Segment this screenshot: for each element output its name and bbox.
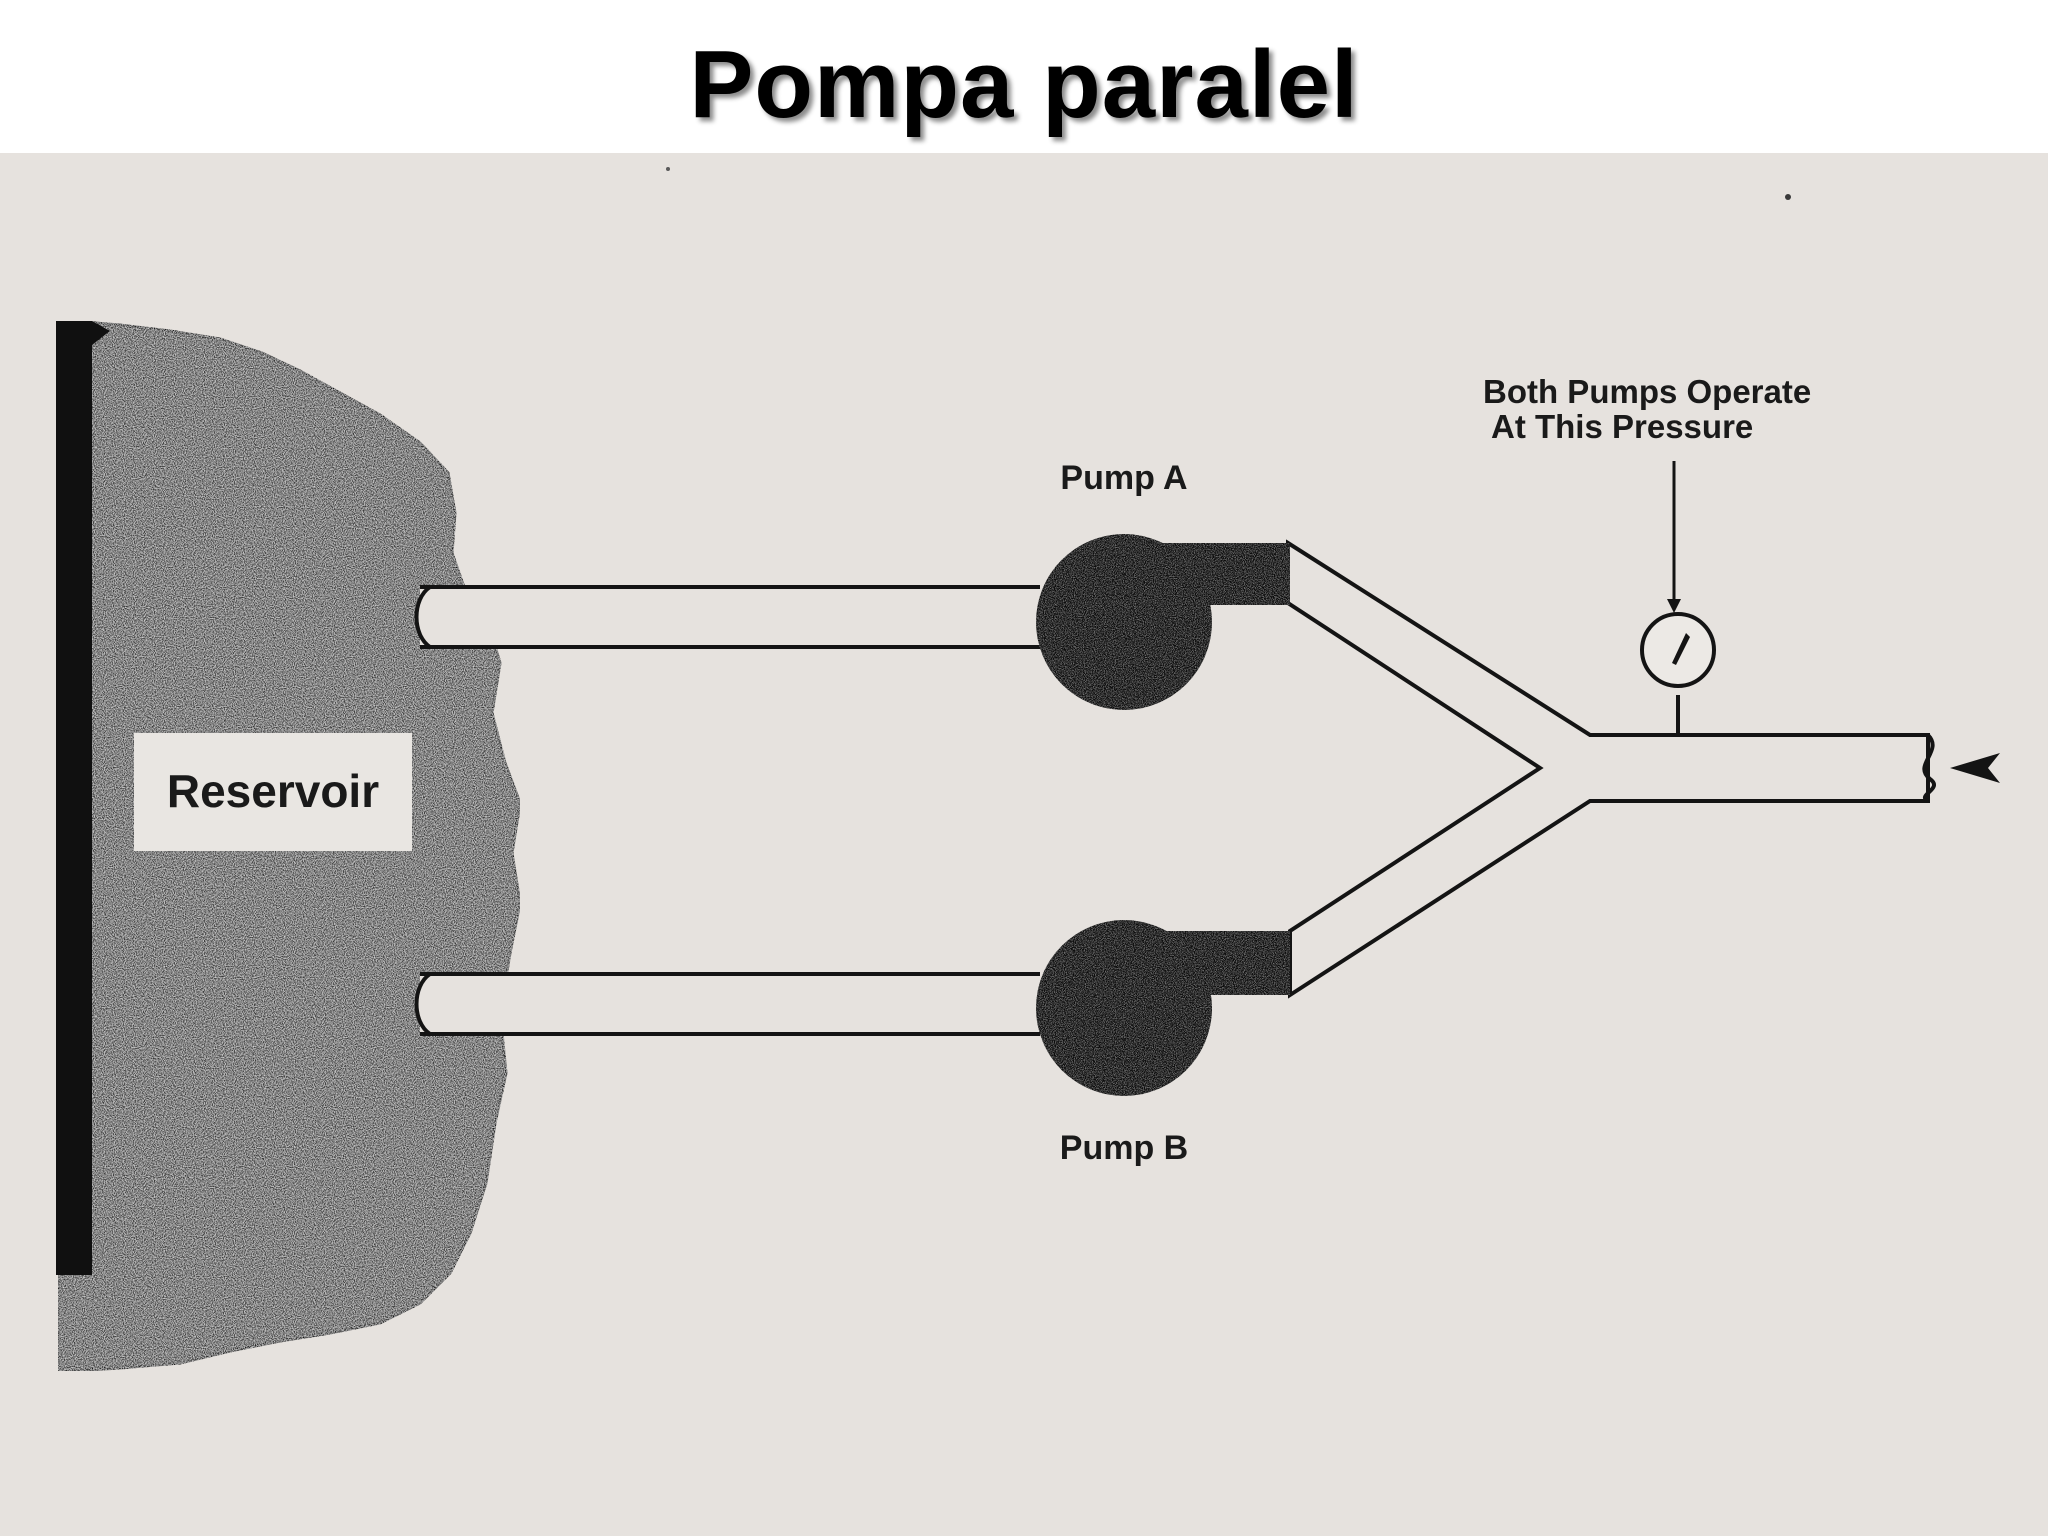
pressure-gauge-icon [1640, 612, 1716, 688]
pump-a-label: Pump A [1060, 459, 1187, 497]
discharge-manifold-body [1286, 539, 1930, 999]
reservoir-label: Reservoir [167, 765, 379, 817]
suction-pipe-a [414, 585, 1040, 649]
gauge-needle [1672, 633, 1690, 665]
pump-b: Pump B [1036, 920, 1290, 1167]
reservoir-wall [56, 321, 92, 1275]
outlet-pipe-break [1922, 733, 1936, 803]
reservoir-wall-cap [56, 321, 110, 345]
gauge-note-line1: Both Pumps Operate [1483, 373, 1811, 410]
pressure-gauge: Both Pumps Operate At This Pressure [1483, 373, 1811, 735]
suction-pipe-a-end [414, 585, 432, 649]
paper-speck [1785, 194, 1791, 200]
gauge-note-line2: At This Pressure [1491, 408, 1753, 445]
suction-pipe-b-end [414, 972, 432, 1036]
suction-pipe-a-body [420, 587, 1040, 647]
pump-a: Pump A [1036, 459, 1290, 710]
slide-title: Pompa paralel [689, 31, 1359, 138]
reservoir-label-box [134, 733, 412, 851]
gauge-pointer-arrowhead [1667, 599, 1681, 613]
pump-a-discharge [1124, 543, 1290, 605]
parallel-pump-diagram: Reservoir [0, 153, 2048, 1536]
pump-b-label: Pump B [1060, 1129, 1188, 1167]
discharge-manifold [1286, 539, 2000, 999]
suction-pipe-b-body [420, 974, 1040, 1034]
flow-arrow-icon [1950, 753, 2000, 783]
paper-speck [666, 167, 670, 171]
pump-b-discharge [1124, 931, 1290, 995]
suction-pipe-b [414, 972, 1040, 1036]
reservoir: Reservoir [56, 319, 522, 1373]
